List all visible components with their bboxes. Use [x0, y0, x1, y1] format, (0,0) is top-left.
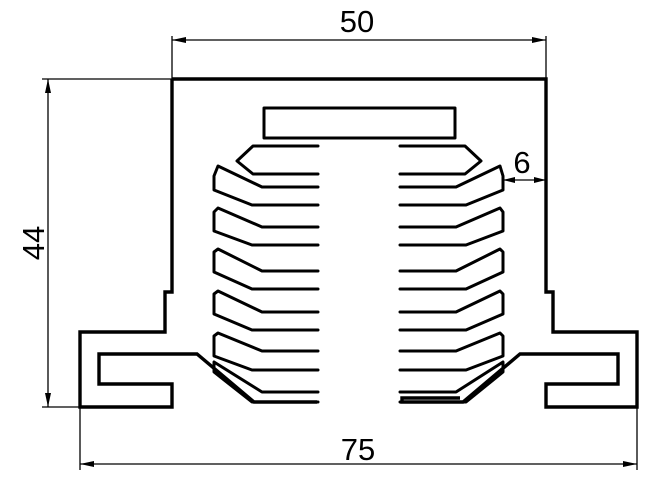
right-fin-5: [398, 289, 505, 332]
dimension-label-bottom-width: 75: [341, 432, 375, 467]
left-fin-5: [212, 289, 320, 332]
arrow-head: [623, 461, 637, 467]
arrow-head: [503, 177, 515, 183]
dimension-height: 44: [16, 78, 172, 408]
arrow-head: [534, 177, 546, 183]
right-fin-1: [398, 144, 483, 176]
top-bar-slot: [262, 106, 457, 140]
right-fin-2: [398, 164, 505, 207]
dimension-fin-gap: 6: [503, 145, 546, 183]
right-fin-7: [398, 360, 505, 404]
right-fin-4: [398, 247, 505, 291]
dimension-label-height: 44: [16, 226, 51, 260]
dimension-label-top-width: 50: [340, 4, 374, 39]
left-fin-4: [212, 247, 320, 291]
arrow-head: [80, 461, 94, 467]
arrow-head: [532, 37, 546, 43]
dimension-label-fin-gap: 6: [513, 145, 530, 180]
dimension-bottom-width: 75: [79, 407, 638, 470]
left-fin-7: [212, 360, 320, 404]
left-fin-6: [212, 331, 320, 372]
left-fin-2: [212, 164, 320, 207]
right-fins: [398, 144, 505, 404]
left-fin-3: [212, 206, 320, 247]
left-fin-1: [235, 144, 320, 176]
profile-outline: [78, 77, 639, 409]
arrow-head: [172, 37, 186, 43]
right-fin-6: [398, 331, 505, 372]
right-fin-3: [398, 206, 505, 247]
left-fins: [212, 144, 320, 404]
arrow-head: [45, 393, 51, 407]
arrow-head: [45, 79, 51, 93]
dimension-top-width: 50: [171, 4, 547, 79]
